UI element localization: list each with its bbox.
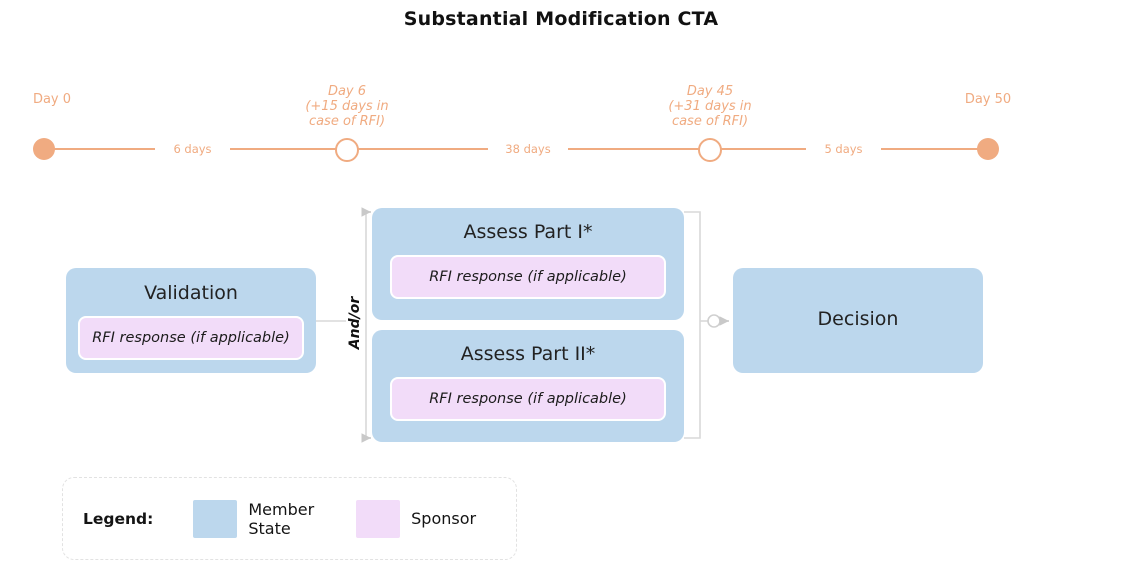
- timeline-marker-day-0: [33, 138, 55, 160]
- legend: Legend: Member State Sponsor: [62, 477, 517, 560]
- node-assess-part-i[interactable]: Assess Part I* RFI response (if applicab…: [372, 208, 684, 320]
- timeline-label-day-0: Day 0: [32, 92, 72, 107]
- node-assess-part-ii[interactable]: Assess Part II* RFI response (if applica…: [372, 330, 684, 442]
- timeline-marker-day-50: [977, 138, 999, 160]
- legend-label-member-state: Member State: [248, 499, 315, 538]
- node-assess-part-ii-title: Assess Part II*: [460, 343, 596, 365]
- node-decision-title: Decision: [817, 308, 899, 330]
- timeline-segment-label-1: 6 days: [155, 140, 230, 158]
- legend-item-sponsor: Sponsor: [356, 499, 477, 538]
- timeline-marker-day-45: [698, 138, 722, 162]
- node-validation-title: Validation: [144, 282, 238, 304]
- node-validation-rfi: RFI response (if applicable): [78, 316, 304, 360]
- timeline-label-day-45: Day 45 (+31 days in case of RFI): [668, 84, 752, 129]
- node-assess-part-i-rfi: RFI response (if applicable): [390, 255, 666, 299]
- legend-item-member-state: Member State: [193, 499, 315, 538]
- timeline-segment-label-2: 38 days: [488, 140, 568, 158]
- timeline-segment-label-3: 5 days: [806, 140, 881, 158]
- timeline: 6 days 38 days 5 days Day 0 Day 6 (+15 d…: [0, 80, 1122, 170]
- flow-diagram: Validation RFI response (if applicable) …: [0, 190, 1122, 455]
- timeline-label-day-6: Day 6 (+15 days in case of RFI): [305, 84, 389, 129]
- timeline-marker-day-6: [335, 138, 359, 162]
- page-title: Substantial Modification CTA: [403, 8, 719, 30]
- node-decision[interactable]: Decision: [733, 268, 983, 373]
- branch-label-and-or-text: And/or: [347, 296, 363, 350]
- node-assess-part-ii-rfi: RFI response (if applicable): [390, 377, 666, 421]
- node-validation[interactable]: Validation RFI response (if applicable): [66, 268, 316, 373]
- timeline-label-day-50: Day 50: [964, 92, 1012, 107]
- legend-swatch-sponsor: [356, 499, 401, 538]
- legend-label-sponsor: Sponsor: [411, 509, 477, 528]
- node-assess-part-i-title: Assess Part I*: [463, 221, 593, 243]
- legend-title: Legend:: [83, 509, 154, 528]
- legend-swatch-member-state: [193, 499, 238, 538]
- branch-label-and-or: And/or: [344, 278, 366, 368]
